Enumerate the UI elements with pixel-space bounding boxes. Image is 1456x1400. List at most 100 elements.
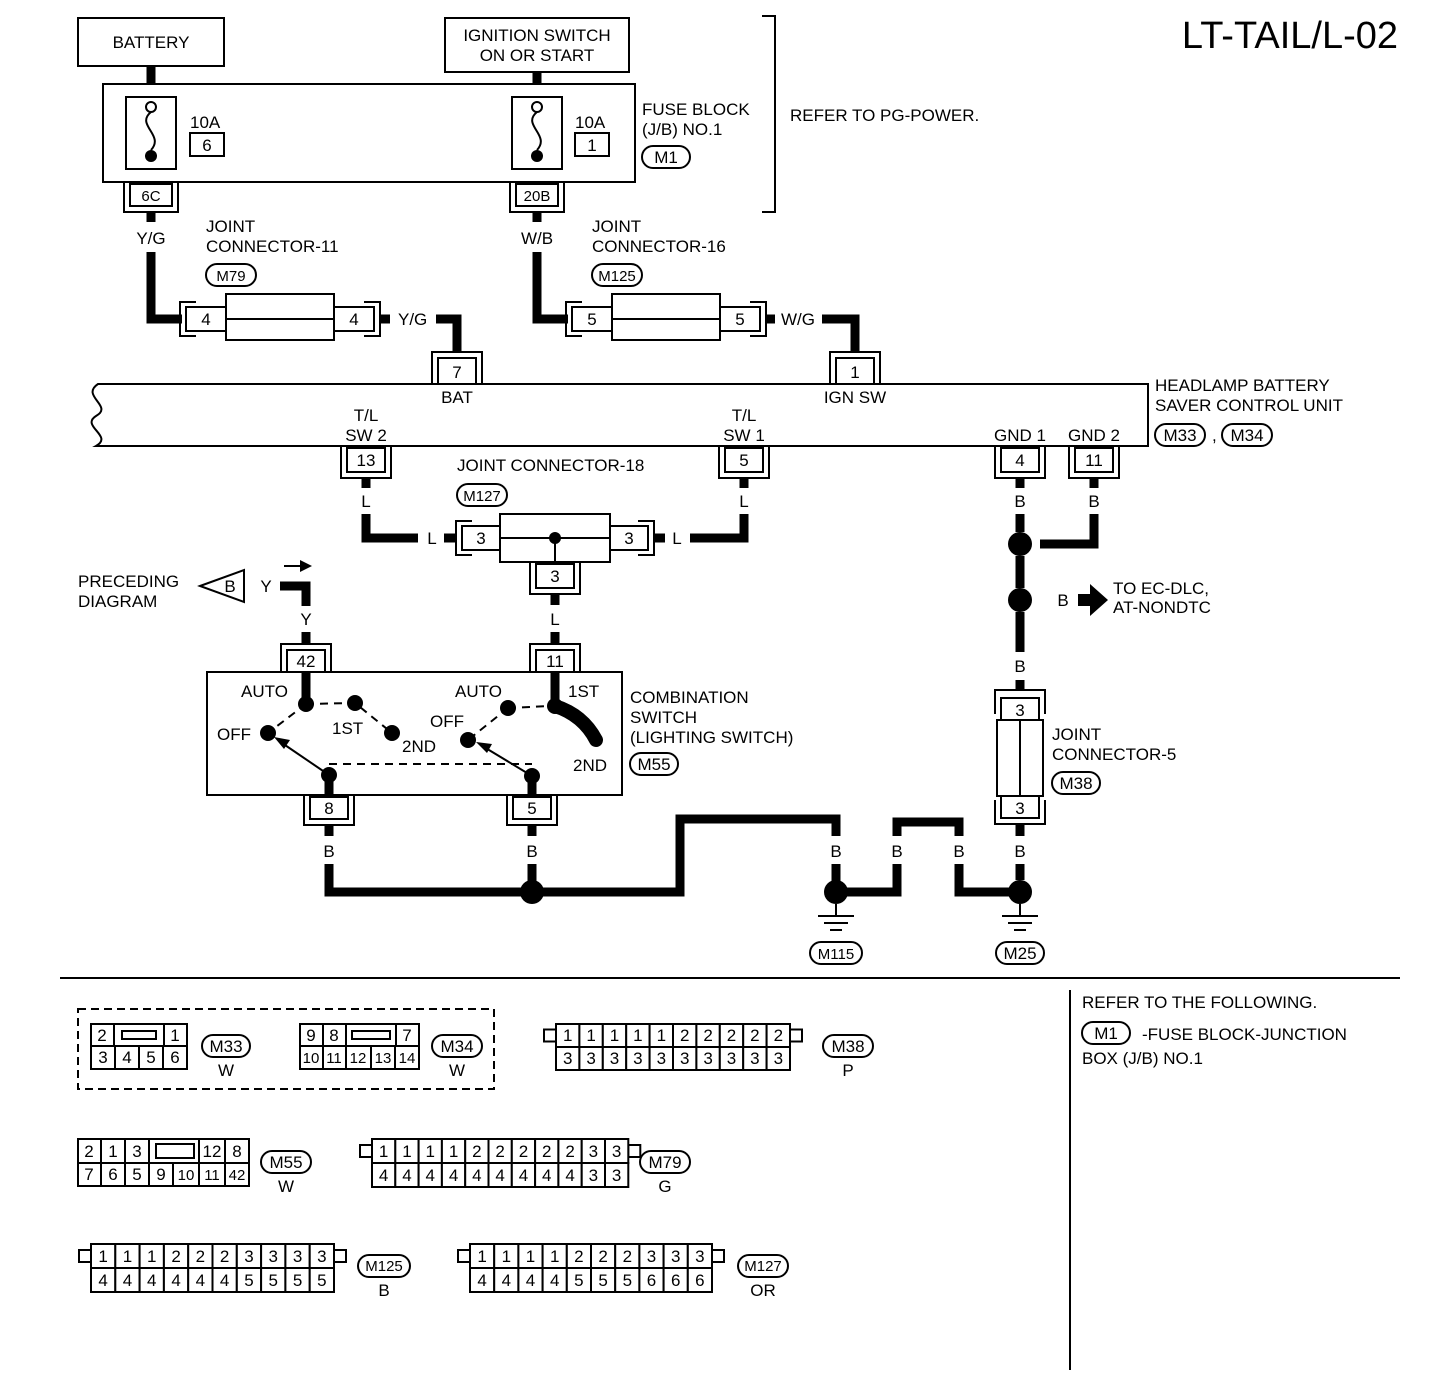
refer-pg-label: REFER TO PG-POWER. bbox=[790, 106, 979, 125]
fuse-b-amp: 10A bbox=[575, 113, 606, 132]
m55-pin: 8 bbox=[232, 1142, 241, 1161]
jc16-conn: M125 bbox=[598, 268, 636, 285]
jc18-pin-r: 3 bbox=[624, 529, 633, 548]
pin-label: 2 bbox=[220, 1247, 229, 1266]
pin-label: 3 bbox=[680, 1049, 689, 1068]
pin-label: 2 bbox=[703, 1026, 712, 1045]
pin-cell bbox=[308, 1267, 336, 1293]
battery-label: BATTERY bbox=[113, 33, 190, 52]
pin-cell bbox=[235, 1243, 263, 1269]
pin-cell bbox=[187, 1267, 214, 1293]
pin-cell bbox=[211, 1243, 238, 1269]
jc16-pin-in: 5 bbox=[587, 310, 596, 329]
pin-label: 3 bbox=[563, 1049, 572, 1068]
pin-label: 2 bbox=[472, 1142, 481, 1161]
unit-sw2: SW 2 bbox=[345, 426, 387, 445]
unit-pin-bat: 7 bbox=[452, 363, 461, 382]
connector-latch bbox=[627, 1144, 642, 1158]
wire-b-label-2: B bbox=[526, 842, 537, 861]
refer-line-3: BOX (J/B) NO.1 bbox=[1082, 1049, 1203, 1068]
pin-label: 3 bbox=[657, 1049, 666, 1068]
fuse-b bbox=[511, 96, 563, 170]
preceding-arrow bbox=[197, 568, 245, 604]
pin-label: 2 bbox=[519, 1142, 528, 1161]
wire-yg-label-1: Y/G bbox=[136, 229, 165, 248]
combo-label-1: COMBINATION bbox=[630, 688, 749, 707]
m55-pin: 9 bbox=[156, 1165, 165, 1184]
unit-title-2: SAVER CONTROL UNIT bbox=[1155, 396, 1343, 415]
preceding-label-1: PRECEDING bbox=[78, 572, 179, 591]
combo-off-r: OFF bbox=[430, 712, 464, 731]
combo-conn: M55 bbox=[637, 755, 670, 774]
preceding-label-2: DIAGRAM bbox=[78, 592, 157, 611]
pin-label: 4 bbox=[147, 1271, 156, 1290]
jc5-body bbox=[994, 689, 1046, 825]
refer-bracket bbox=[762, 15, 776, 213]
jc16-label-1: JOINT bbox=[592, 217, 641, 236]
m34-pin: 12 bbox=[350, 1050, 367, 1067]
m55-pin: 2 bbox=[84, 1142, 93, 1161]
pin-label: 3 bbox=[589, 1166, 598, 1185]
pin-label: 1 bbox=[98, 1247, 107, 1266]
connector-latch bbox=[711, 1249, 725, 1263]
fuse-block-conn: M1 bbox=[654, 148, 678, 167]
m55-pin: 3 bbox=[132, 1142, 141, 1161]
wire-l-label-4: L bbox=[672, 529, 681, 548]
pin-label: 2 bbox=[574, 1247, 583, 1266]
m55-pin: 42 bbox=[229, 1167, 246, 1184]
connector-latch bbox=[359, 1144, 373, 1158]
connector-latch bbox=[789, 1028, 803, 1043]
unit-label-bat: BAT bbox=[441, 388, 473, 407]
wire-yg-1 bbox=[146, 252, 182, 324]
wire-y-label-2: Y bbox=[300, 610, 311, 629]
terminal-20b-label: 20B bbox=[524, 188, 551, 205]
jc11-conn: M79 bbox=[216, 268, 245, 285]
m34-pin: 10 bbox=[303, 1050, 320, 1067]
combo-2nd-l: 2ND bbox=[402, 737, 436, 756]
pin-cell bbox=[614, 1267, 641, 1293]
unit-conn-a: M33 bbox=[1163, 426, 1196, 445]
jc16-conn-oval bbox=[591, 263, 643, 287]
pin-label: 4 bbox=[495, 1166, 504, 1185]
pin-cell bbox=[235, 1267, 263, 1293]
pin-label: 3 bbox=[589, 1142, 598, 1161]
m33-pin: 2 bbox=[97, 1026, 106, 1045]
jc5-conn: M38 bbox=[1059, 774, 1092, 793]
m79-color: G bbox=[658, 1177, 671, 1196]
jc5-pin-top: 3 bbox=[1015, 701, 1024, 720]
wire-yg-2b bbox=[436, 314, 462, 352]
m33-pin: 4 bbox=[122, 1048, 131, 1067]
unit-pin-bat-frame bbox=[431, 351, 483, 385]
unit-label-ign: IGN SW bbox=[824, 388, 886, 407]
wire-b-8 bbox=[324, 864, 532, 897]
m55-pin: 5 bbox=[132, 1165, 141, 1184]
m79-id: M79 bbox=[648, 1153, 681, 1172]
pin-label: 4 bbox=[472, 1166, 481, 1185]
pin-label: 4 bbox=[519, 1166, 528, 1185]
pin-label: 4 bbox=[477, 1271, 486, 1290]
wire-l-sw2 bbox=[361, 514, 418, 543]
splice-gnd bbox=[1008, 532, 1032, 556]
pin-label: 4 bbox=[526, 1271, 535, 1290]
pin-label: 3 bbox=[695, 1247, 704, 1266]
pin-label: 3 bbox=[612, 1142, 621, 1161]
pin-label: 4 bbox=[98, 1271, 107, 1290]
m55-pin: 6 bbox=[108, 1165, 117, 1184]
unit-pin-sw2: 13 bbox=[357, 451, 376, 470]
wire-yg-label-2: Y/G bbox=[398, 310, 427, 329]
connector-m33-face bbox=[90, 1023, 188, 1070]
unit-gnd2: GND 2 bbox=[1068, 426, 1120, 445]
fuse-block-conn-oval bbox=[641, 145, 691, 169]
m79-oval bbox=[639, 1150, 691, 1174]
pin-label: 6 bbox=[647, 1271, 656, 1290]
pin-cell bbox=[686, 1267, 713, 1293]
splice-m25 bbox=[1008, 880, 1032, 904]
m125-id: M125 bbox=[365, 1258, 403, 1275]
pin-label: 3 bbox=[244, 1247, 253, 1266]
combo-bottom-pin-frames bbox=[303, 795, 558, 826]
pin-cell bbox=[541, 1267, 568, 1293]
pin-label: 5 bbox=[317, 1271, 326, 1290]
